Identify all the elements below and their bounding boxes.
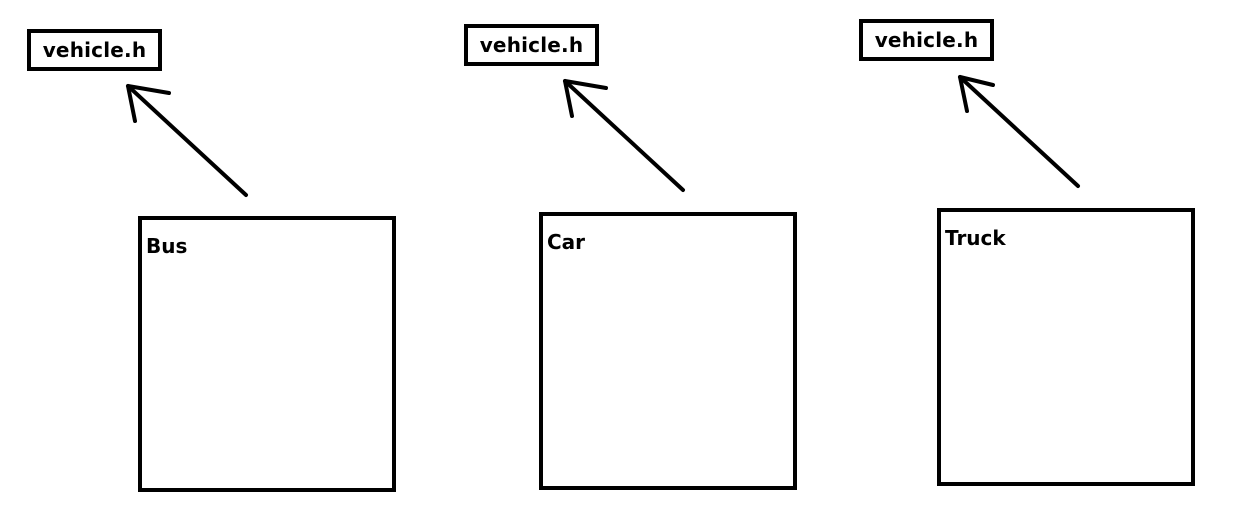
arrow-head xyxy=(126,84,171,123)
arrow-truck-to-header xyxy=(958,75,1080,188)
class-label-car: Car xyxy=(547,230,586,254)
class-box-truck: Truck xyxy=(937,208,1195,486)
arrow-shaft xyxy=(563,79,685,192)
arrow-head xyxy=(958,75,995,113)
arrow-car-to-header xyxy=(563,79,685,192)
arrow-bus-to-header xyxy=(126,84,248,197)
header-box-vehicle-h-3: vehicle.h xyxy=(859,19,994,61)
class-label-truck: Truck xyxy=(945,226,1006,250)
header-label: vehicle.h xyxy=(42,38,147,62)
class-box-car: Car xyxy=(539,212,797,490)
header-label: vehicle.h xyxy=(874,28,979,52)
class-box-bus: Bus xyxy=(138,216,396,492)
header-label: vehicle.h xyxy=(479,33,584,57)
arrow-shaft xyxy=(958,75,1080,188)
arrow-head xyxy=(563,79,608,118)
header-box-vehicle-h-1: vehicle.h xyxy=(27,29,162,71)
arrow-shaft xyxy=(126,84,248,197)
class-label-bus: Bus xyxy=(146,234,188,258)
header-box-vehicle-h-2: vehicle.h xyxy=(464,24,599,66)
